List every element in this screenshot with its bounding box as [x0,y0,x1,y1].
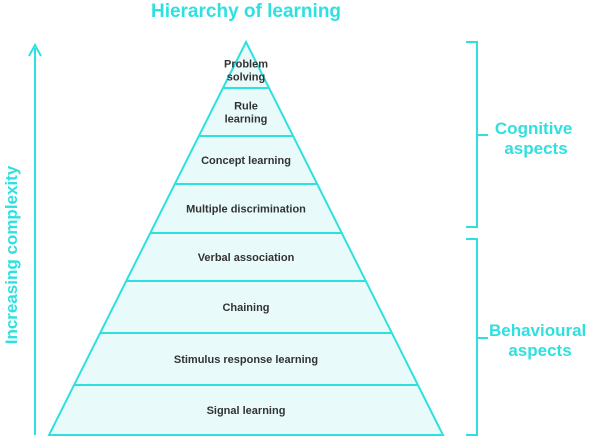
pyramid-level-label: Verbal association [198,252,295,264]
group-label-behavioural-line: Behavioural [489,321,586,340]
pyramid-level-label: Chaining [222,302,269,314]
pyramid-level-line: learning [225,114,268,126]
group-label-behavioural-line: aspects [508,341,571,360]
group-label-cognitive-line: Cognitive [495,119,572,138]
pyramid-level-label: Concept learning [201,155,291,167]
group-label-behavioural: Behavioural aspects [489,321,591,360]
pyramid-level-line: Rule [234,101,258,113]
pyramid-level-line: Stimulus response learning [174,354,318,366]
diagram-title: Hierarchy of learning [151,1,341,22]
complexity-arrow [28,42,42,435]
pyramid-level-line: Problem [224,59,268,71]
pyramid-level-label: Multiple discrimination [186,204,306,216]
pyramid-level-label: Signal learning [207,405,286,417]
group-label-cognitive: Cognitive aspects [495,119,577,158]
pyramid-level-line: Signal learning [207,405,286,417]
group-label-cognitive-line: aspects [504,139,567,158]
complexity-axis-label: Increasing complexity [2,165,21,344]
pyramid-level-line: Verbal association [198,252,295,264]
pyramid-outline [47,39,445,436]
pyramid-level-label: Stimulus response learning [174,354,318,366]
bracket-cognitive [466,41,488,228]
pyramid-level-line: solving [227,72,266,84]
pyramid-level-line: Multiple discrimination [186,204,306,216]
pyramid-level-line: Chaining [222,302,269,314]
bracket-behavioural [466,238,488,436]
pyramid-level-line: Concept learning [201,155,291,167]
